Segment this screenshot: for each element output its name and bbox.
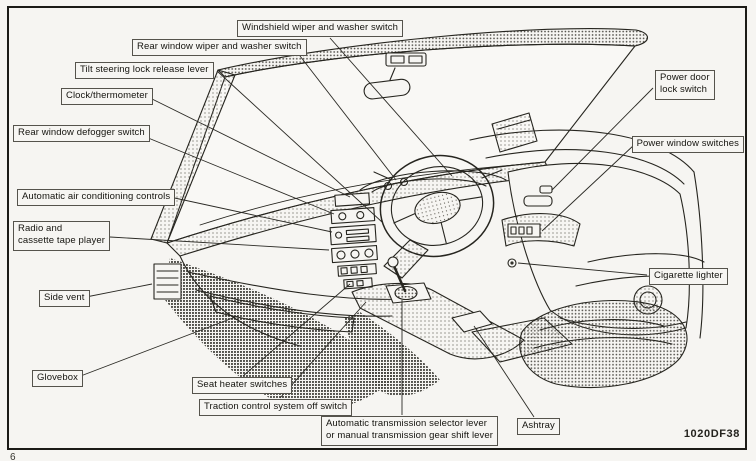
leader-lines bbox=[77, 37, 654, 418]
label-radio-cassette: Radio and cassette tape player bbox=[13, 221, 111, 251]
steering-wheel bbox=[379, 154, 495, 258]
cigarette-lighter-part bbox=[507, 258, 517, 268]
label-windshield-wiper-switch: Windshield wiper and washer switch bbox=[237, 20, 403, 38]
seat bbox=[519, 299, 688, 389]
label-rear-wiper-switch: Rear window wiper and washer switch bbox=[132, 39, 307, 57]
label-cigarette-lighter: Cigarette lighter bbox=[649, 268, 728, 286]
rearview-mirror bbox=[363, 67, 411, 100]
center-stack bbox=[329, 192, 378, 290]
label-transmission-lever: Automatic transmission selector lever or… bbox=[321, 416, 499, 446]
page-number: 6 bbox=[10, 452, 16, 461]
label-ac-controls: Automatic air conditioning controls bbox=[17, 189, 176, 207]
label-tilt-steering-lever: Tilt steering lock release lever bbox=[75, 62, 214, 80]
dome-light bbox=[385, 52, 427, 67]
door-pull bbox=[523, 195, 553, 207]
label-side-vent: Side vent bbox=[39, 290, 90, 308]
door-lock-switch-part bbox=[539, 185, 553, 194]
label-power-window-switches: Power window switches bbox=[631, 136, 744, 154]
wiper-stalk bbox=[481, 169, 503, 179]
label-glovebox: Glovebox bbox=[32, 370, 83, 388]
roof-edge bbox=[217, 27, 649, 78]
door-panel bbox=[469, 129, 704, 339]
label-seat-heater-switches: Seat heater switches bbox=[192, 377, 293, 395]
turn-signal-stalk bbox=[373, 171, 393, 181]
label-clock-thermometer: Clock/thermometer bbox=[61, 88, 153, 106]
glovebox-outline bbox=[209, 295, 355, 333]
ashtray-part bbox=[451, 310, 493, 333]
label-ashtray: Ashtray bbox=[517, 418, 560, 436]
label-power-door-lock: Power door lock switch bbox=[655, 70, 715, 100]
figure-code: 1020DF38 bbox=[683, 428, 740, 440]
shift-knob bbox=[387, 256, 399, 268]
label-traction-control-switch: Traction control system off switch bbox=[199, 399, 353, 417]
label-rear-defogger-switch: Rear window defogger switch bbox=[13, 125, 150, 143]
side-vent bbox=[153, 263, 182, 300]
